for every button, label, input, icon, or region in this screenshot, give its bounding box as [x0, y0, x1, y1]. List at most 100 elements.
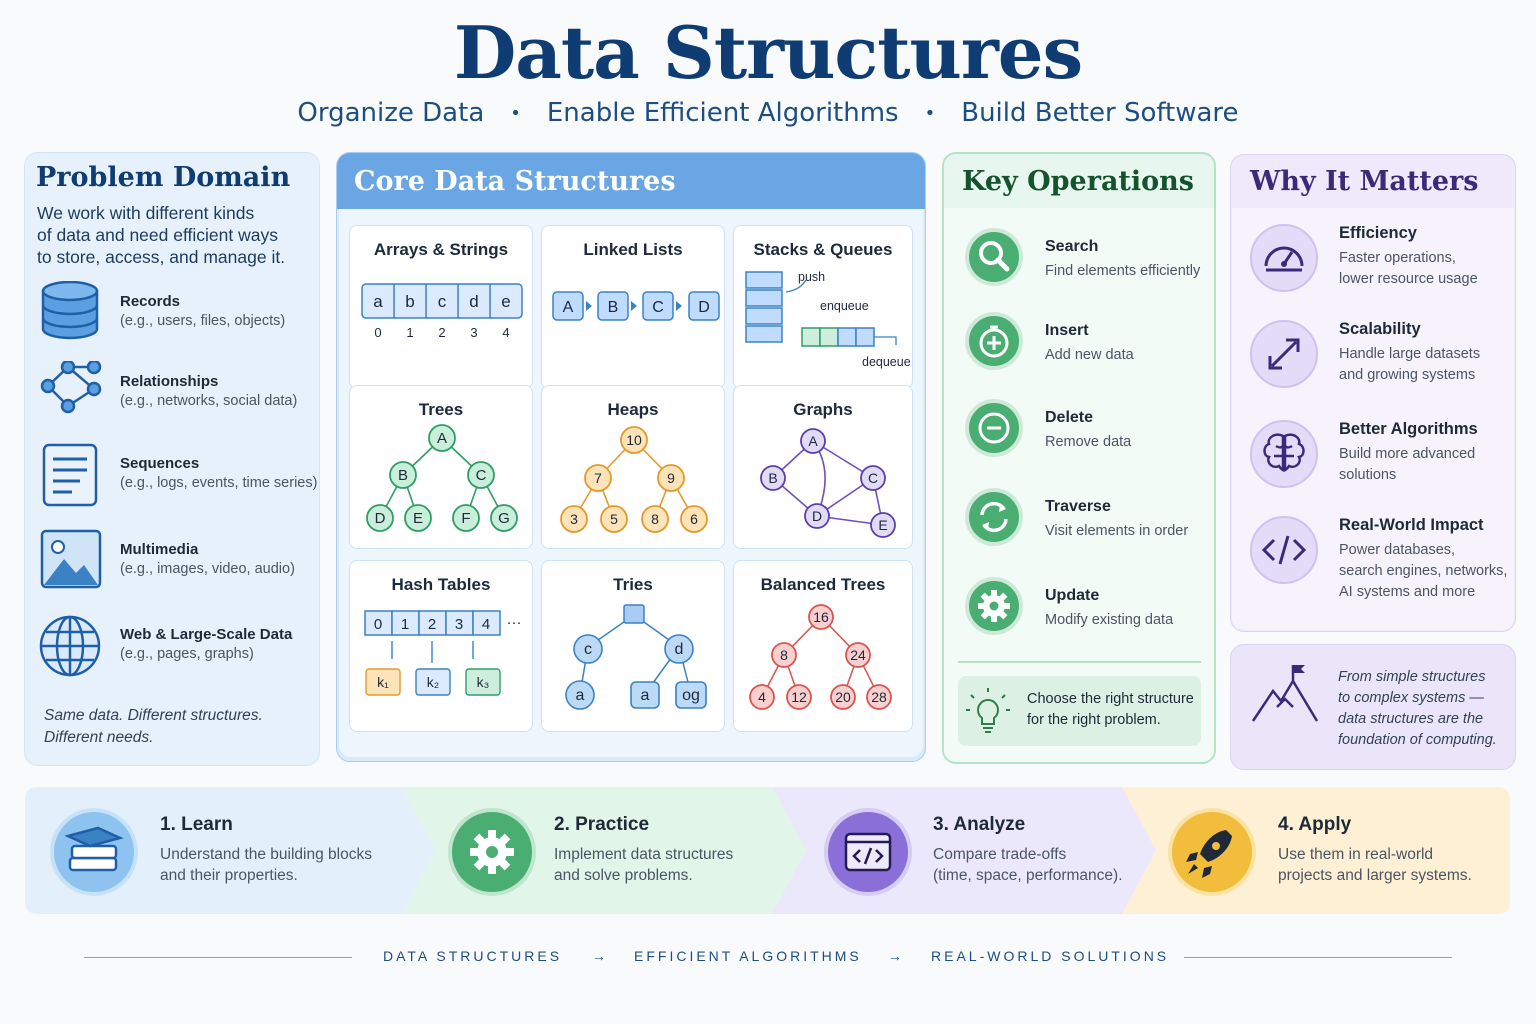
graph-node: A: [808, 433, 818, 449]
step-desc: Compare trade-offs (time, space, performa…: [933, 844, 1123, 886]
subtitle-item: Organize Data: [297, 98, 485, 128]
cell-stacks-queues: Stacks & Queues push enqueue dequeue: [733, 225, 913, 389]
list-node: B: [608, 299, 619, 316]
cell-arrays: Arrays & Strings a b c d e 0 1 2 3 4: [349, 225, 533, 389]
operation-label: Search: [1045, 238, 1099, 255]
desc-line: lower resource usage: [1339, 271, 1478, 287]
operation-desc: Modify existing data: [1045, 612, 1174, 628]
heap-node: 8: [651, 511, 659, 527]
intro-line: to store, access, and manage it.: [37, 247, 286, 267]
heap-node: 5: [610, 511, 618, 527]
array-index: 1: [406, 325, 413, 340]
database-icon: [41, 281, 99, 340]
balanced-node: 12: [791, 689, 807, 705]
books-icon: [50, 808, 138, 896]
note-line: Different needs.: [44, 729, 154, 746]
domain-item-label: Relationships: [120, 373, 219, 390]
array-item: e: [501, 292, 510, 311]
array-item: b: [405, 292, 414, 311]
quote-line: data structures are the: [1338, 711, 1484, 727]
document-list-icon: [42, 443, 98, 507]
desc-line: Understand the building blocks: [160, 846, 372, 863]
tree-node: E: [413, 510, 423, 527]
cell-heaps: Heaps 10 7 9 3 5 8 6: [541, 385, 725, 549]
hash-slot: 4: [482, 616, 490, 633]
heap-node: 7: [594, 470, 602, 486]
desc-line: AI systems and more: [1339, 584, 1476, 600]
cell-title: Trees: [418, 400, 464, 419]
heap-node: 10: [626, 432, 642, 448]
tree-node: C: [476, 467, 487, 484]
desc-line: Implement data structures: [554, 846, 734, 863]
operation-label: Traverse: [1045, 498, 1111, 515]
graph-node: C: [868, 470, 878, 486]
list-node: C: [652, 299, 664, 316]
desc-line: and growing systems: [1339, 367, 1476, 383]
cell-title: Linked Lists: [583, 240, 683, 259]
cell-graphs: Graphs A B C D E: [733, 385, 913, 549]
why-quote-panel: From simple structures to complex system…: [1230, 644, 1516, 770]
domain-note: Same data. Different structures. Differe…: [44, 705, 263, 749]
cell-trees: Trees A B C D E F G: [349, 385, 533, 549]
speedometer-icon: [1250, 224, 1318, 292]
tip-line: for the right problem.: [1027, 712, 1161, 728]
list-node: A: [563, 299, 574, 316]
code-window-icon: [824, 808, 912, 896]
trie-diagram: c d a a og: [565, 604, 707, 710]
desc-line: Compare trade-offs: [933, 846, 1067, 863]
hash-key: k₃: [477, 674, 490, 690]
tagline-item: REAL-WORLD SOLUTIONS: [931, 948, 1170, 964]
quote-line: From simple structures: [1338, 669, 1486, 685]
hash-slot: 1: [401, 616, 409, 633]
intro-line: of data and need efficient ways: [37, 225, 278, 245]
graph-node: D: [812, 508, 822, 524]
domain-item-desc: (e.g., images, video, audio): [120, 561, 295, 577]
problem-domain-title: Problem Domain: [36, 162, 291, 193]
desc-line: solutions: [1339, 467, 1397, 483]
desc-line: (time, space, performance).: [933, 867, 1123, 884]
desc-line: and solve problems.: [554, 867, 693, 884]
hash-key: k₁: [377, 674, 389, 690]
domain-item-label: Web & Large-Scale Data: [120, 626, 293, 643]
step-label: 4. Apply: [1278, 814, 1352, 835]
tree-node: B: [398, 467, 408, 484]
cell-tries: Tries c d a a og: [541, 560, 725, 732]
subtitle-bullet: •: [510, 103, 521, 124]
gear-icon: [965, 577, 1023, 635]
cell-title: Balanced Trees: [760, 575, 886, 594]
refresh-icon: [965, 488, 1023, 546]
divider-line: [1184, 957, 1452, 958]
tip-line: Choose the right structure: [1027, 691, 1194, 707]
problem-domain-intro: We work with different kinds of data and…: [37, 202, 285, 268]
queue-label: enqueue: [820, 299, 869, 313]
domain-item-desc: (e.g., pages, graphs): [120, 646, 254, 662]
hash-key: k₂: [427, 674, 439, 690]
cell-linked-lists: Linked Lists A B C D: [541, 225, 725, 389]
page-subtitle: Organize Data•Enable Efficient Algorithm…: [0, 98, 1536, 128]
array-item: a: [373, 292, 383, 311]
page-title: Data Structures: [453, 10, 1083, 95]
key-operations-body: [944, 208, 1214, 762]
subtitle-bullet: •: [924, 103, 936, 124]
trie-node: a: [576, 687, 585, 704]
why-label: Better Algorithms: [1339, 420, 1478, 438]
arrow-icon: →: [888, 948, 902, 964]
mountain-flag-icon: [1251, 665, 1319, 722]
balanced-node: 24: [850, 647, 866, 663]
tree-node: G: [498, 510, 510, 527]
stack-label: push: [798, 270, 825, 284]
array-item: c: [438, 292, 447, 311]
array-index: 4: [502, 325, 509, 340]
cell-hash-tables: Hash Tables 0 1 2 3 4 ··· k₁ k₂ k₃: [349, 560, 533, 732]
why-label: Scalability: [1339, 320, 1421, 338]
heap-node: 6: [690, 511, 698, 527]
domain-item-label: Sequences: [120, 455, 200, 472]
tree-node: A: [437, 430, 447, 447]
gear-icon: [448, 808, 536, 896]
step-label: 3. Analyze: [933, 814, 1026, 835]
array-index: 0: [374, 325, 381, 340]
heap-node: 3: [570, 511, 578, 527]
tagline-item: EFFICIENT ALGORITHMS: [634, 948, 862, 964]
